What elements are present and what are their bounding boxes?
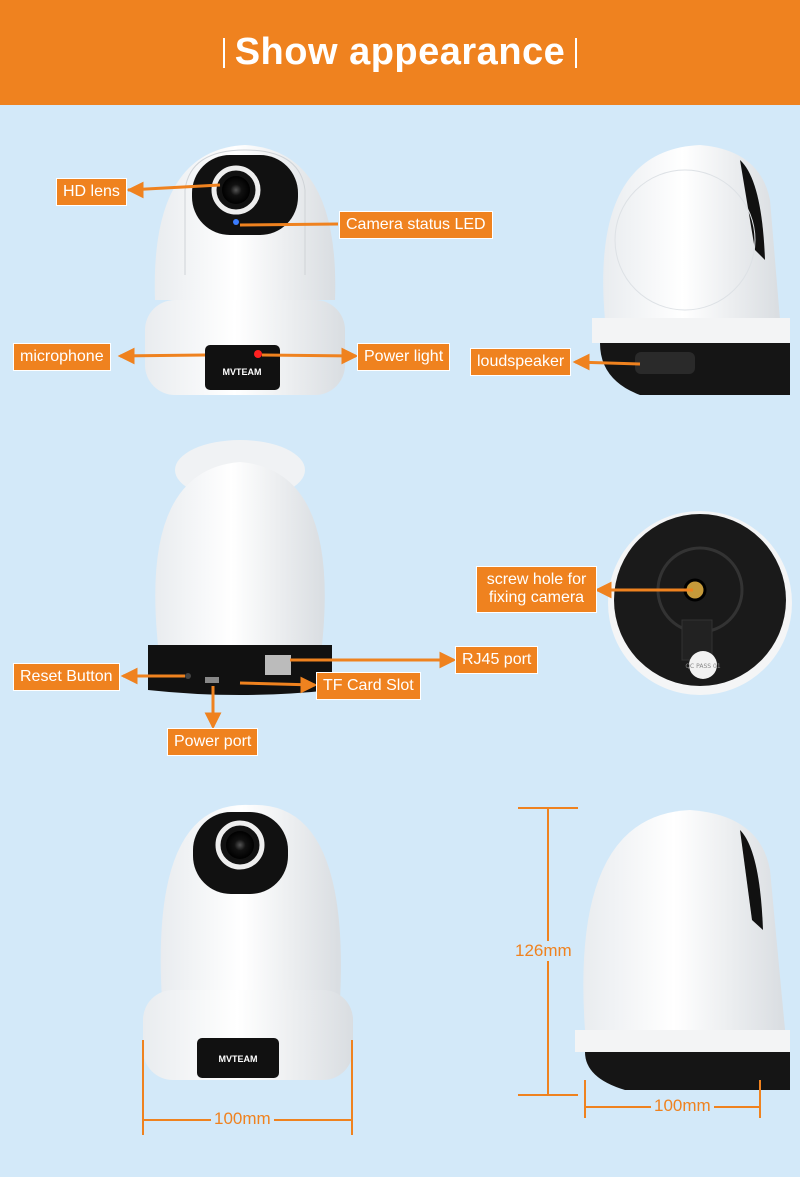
svg-text:MVTEAM: MVTEAM bbox=[219, 1054, 258, 1064]
dimension-width-side: 100mm bbox=[651, 1096, 714, 1116]
title-divider bbox=[575, 37, 578, 68]
label-hd-lens: HD lens bbox=[56, 178, 127, 207]
label-microphone: microphone bbox=[13, 343, 111, 372]
label-tf-card: TF Card Slot bbox=[316, 672, 421, 701]
header-banner: Show appearance bbox=[0, 0, 800, 105]
camera-back-view bbox=[148, 440, 332, 695]
camera-front-view-dimension: MVTEAM bbox=[143, 804, 353, 1080]
brand-logo: MVTEAM bbox=[223, 367, 262, 377]
qc-sticker: QC PASS 01 bbox=[685, 663, 721, 670]
camera-side-view-dimension bbox=[575, 810, 790, 1090]
page-title: Show appearance bbox=[234, 31, 566, 73]
title-divider bbox=[222, 37, 225, 68]
label-rj45: RJ45 port bbox=[455, 646, 539, 675]
label-power-light: Power light bbox=[357, 343, 451, 372]
label-loudspeaker: loudspeaker bbox=[470, 348, 572, 377]
label-status-led: Camera status LED bbox=[339, 211, 493, 240]
dimension-height: 126mm bbox=[512, 941, 575, 961]
dimension-width-front: 100mm bbox=[211, 1109, 274, 1129]
callout-arrows bbox=[117, 181, 693, 730]
label-screw-hole: screw hole for fixing camera bbox=[476, 566, 597, 613]
camera-side-view bbox=[592, 145, 790, 395]
label-reset-button: Reset Button bbox=[13, 663, 120, 692]
camera-front-view: MVTEAM bbox=[145, 145, 345, 395]
label-power-port: Power port bbox=[167, 728, 259, 757]
camera-bottom-view: QC PASS 01 bbox=[608, 511, 792, 695]
